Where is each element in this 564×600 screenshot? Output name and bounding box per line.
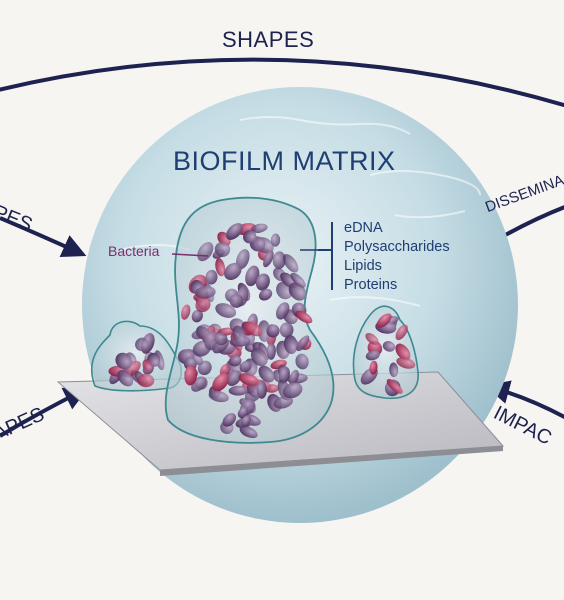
component-polysaccharides: Polysaccharides [344,239,450,255]
bacterium-cell [395,343,411,361]
bacterium-cell [290,272,306,288]
bacterium-cell [386,379,403,394]
bacterium-cell [236,249,250,270]
bacteria-cells [108,223,416,439]
bacterium-cell [142,359,153,372]
bacterium-cell [243,321,263,337]
bacterium-cell [228,355,242,367]
bacterium-cell [115,352,132,370]
bacterium-cell [365,350,380,361]
bacteria-label-line [171,253,209,257]
bacterium-cell [238,373,259,386]
bacterium-cell [255,273,270,291]
bacterium-cell [226,370,242,387]
components-bracket [318,222,333,290]
bacterium-cell [263,250,274,268]
component-proteins: Proteins [344,277,398,293]
bacterium-cell [224,262,242,280]
bacterium-cell [245,265,260,287]
component-edna: eDNA [344,220,383,236]
bacterium-cell [205,269,218,285]
bacterium-cell [214,241,231,258]
bacterium-cell [197,241,214,262]
bacterium-cell [215,258,226,277]
bacterium-cell [212,373,229,392]
bacterium-cell [272,251,286,269]
bacterium-cell [239,360,252,373]
bacterium-cell [184,365,198,386]
bacterium-cell [270,233,281,247]
bacterium-cell [382,341,396,352]
bacterium-cell [389,362,399,378]
bacterium-cell [229,294,244,308]
label-shapes-top: SHAPES [222,27,315,52]
bacterium-cell [214,332,228,346]
label-bacteria: Bacteria [108,243,160,259]
left-upper-arrow [0,216,87,258]
bacterium-cell [283,335,298,354]
bacterium-cell [228,385,249,396]
bacterium-cell [243,230,257,244]
bacterium-cell [191,309,203,323]
bacterium-cell [208,390,229,403]
bacterium-cell [215,303,237,318]
bacterium-cell [250,347,268,367]
bacterium-cell [232,325,246,346]
bacterium-cell [241,415,251,427]
bacterium-cell [257,320,271,342]
bacterium-cell [282,254,299,273]
top-arc-arrow [0,57,564,108]
bacterium-cell [195,286,216,299]
bacterium-cell [195,297,211,313]
bacterium-cell [135,337,149,351]
bacterium-cell [288,369,299,386]
bacterium-cell [251,223,268,233]
bacterium-cell [266,342,276,360]
bacterium-cell [256,380,267,399]
substrate-plate-edge [160,446,503,476]
bacterium-cell [369,360,378,375]
bacterium-cell [237,407,249,419]
bacterium-cell [396,357,416,369]
bacterium-cell [395,324,408,341]
bacterium-cell [266,324,280,338]
bacterium-cell [180,304,191,320]
bacterium-cell [282,382,303,399]
bacterium-cell [279,322,294,338]
biofilm-matrix-title: BIOFILM MATRIX [173,146,396,176]
bacterium-cell [365,332,379,345]
bacterium-cell [222,413,237,427]
bacterium-cell [275,302,290,320]
bacterium-cell [239,426,258,439]
bacterium-cell [225,223,243,240]
bacterium-cell [278,366,290,384]
bacterium-cell [295,353,309,370]
component-lipids: Lipids [344,258,382,274]
bacterium-cell [258,288,273,301]
bacterium-cell [295,310,313,324]
map-texture [119,116,481,307]
bacterium-cell [376,313,392,328]
bacterium-cell [117,370,134,387]
bacterium-cell [258,365,275,383]
bacterium-cell [137,373,155,388]
bacterium-cell [296,335,310,352]
